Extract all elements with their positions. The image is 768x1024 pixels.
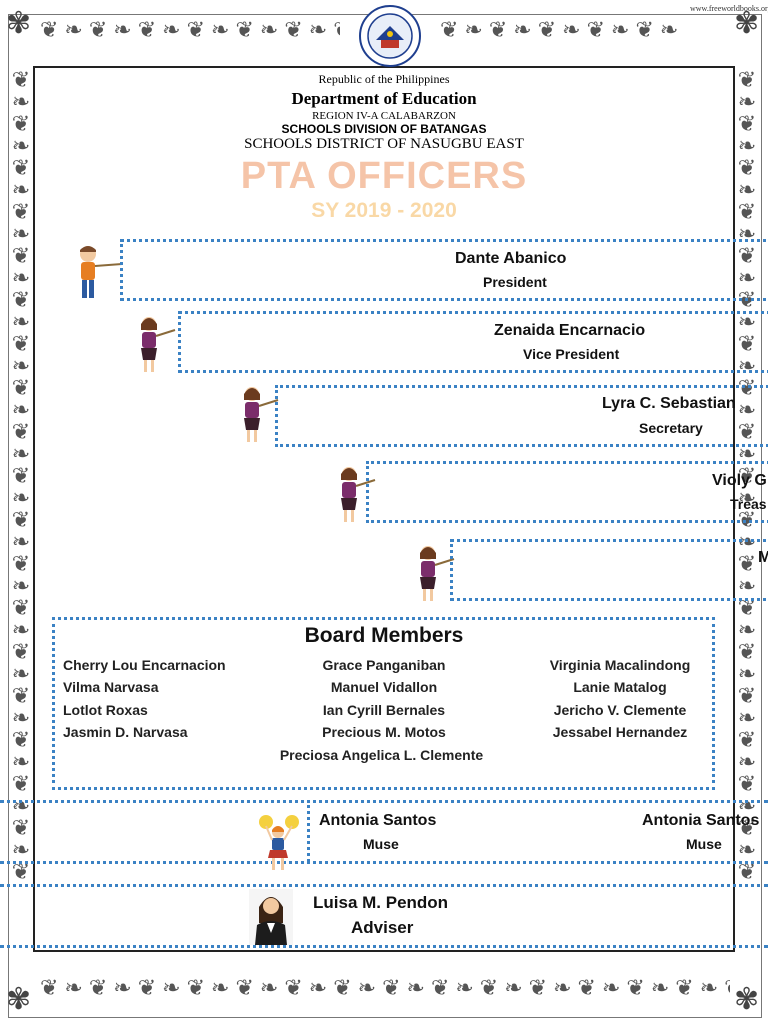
border-ornament-right: ❦❧❦❧❦❧❦❧❦❧❦❧❦❧❦❧❦❧❦❧❦❧❦❧❦❧❦❧❦❧❦❧❦❧❦❧❦ xyxy=(737,68,757,885)
officer-position: Vice President xyxy=(523,346,620,362)
board-member: Virginia Macalindong xyxy=(549,657,691,673)
businesswoman-icon xyxy=(249,889,293,945)
border-ornament-top-right: ❦❧❦❧❦❧❦❧❦❧❦❧❦❧ xyxy=(440,20,680,42)
corner-flourish-bottom-left: ✾ xyxy=(6,982,32,1017)
board-member: Cherry Lou Encarnacion xyxy=(63,657,226,673)
officer-box-president xyxy=(120,239,768,301)
page-title: PTA OFFICERS xyxy=(240,155,528,197)
border-ornament-left: ❦❧❦❧❦❧❦❧❦❧❦❧❦❧❦❧❦❧❦❧❦❧❦❧❦❧❦❧❦❧❦❧❦❧❦❧❦ xyxy=(11,68,31,885)
region-heading: REGION IV-A CALABARZON xyxy=(312,110,456,122)
teacher-male-icon xyxy=(80,246,123,298)
adviser-divider-bottom xyxy=(0,945,768,948)
officer-position: Treas xyxy=(730,496,767,512)
muse-divider-top xyxy=(0,800,768,803)
republic-heading: Republic of the Philippines xyxy=(318,72,450,86)
board-member: Jessabel Hernandez xyxy=(552,724,688,740)
officer-position: Secretary xyxy=(639,420,703,436)
board-member: Preciosa Angelica L. Clemente xyxy=(279,747,484,763)
board-member: Jericho V. Clemente xyxy=(553,702,687,718)
deped-seal-icon xyxy=(359,5,421,67)
cheerleader-icon xyxy=(259,815,299,870)
department-heading: Department of Education xyxy=(291,89,477,108)
border-ornament-top-left: ❦❧❦❧❦❧❦❧❦❧❦❧❦❧❦❧ xyxy=(40,20,340,42)
division-heading: SCHOOLS DIVISION OF BATANGAS xyxy=(281,122,487,136)
board-member: Grace Panganiban xyxy=(322,657,446,673)
muse-position: Muse xyxy=(686,836,722,852)
adviser-divider-top xyxy=(0,884,768,887)
corner-flourish-top-right: ✾ xyxy=(734,6,760,41)
adviser-position: Adviser xyxy=(351,918,414,937)
teacher-female-icon xyxy=(341,467,376,522)
teacher-female-icon xyxy=(420,546,455,601)
officer-name: Lyra C. Sebastian xyxy=(602,395,736,412)
inner-frame xyxy=(33,66,735,952)
muse-box-edge xyxy=(307,800,310,862)
muse-divider-bottom xyxy=(0,861,768,864)
border-ornament-bottom: ❦❧❦❧❦❧❦❧❦❧❦❧❦❧❦❧❦❧❦❧❦❧❦❧❦❧❦❧❦❧❦❧❦❧ xyxy=(40,978,730,1000)
officer-box-vice-president xyxy=(178,311,768,373)
officer-name: Violy G xyxy=(712,472,767,489)
board-member: Lotlot Roxas xyxy=(63,702,148,718)
board-members-title: Board Members xyxy=(304,624,464,647)
officer-name: Zenaida Encarnacio xyxy=(494,322,646,339)
board-member: Manuel Vidallon xyxy=(330,679,438,695)
board-member: Vilma Narvasa xyxy=(63,679,159,695)
board-member: Lanie Matalog xyxy=(573,679,667,695)
teacher-female-icon xyxy=(244,387,279,442)
board-member: Ian Cyrill Bernales xyxy=(322,702,446,718)
corner-flourish-bottom-right: ✾ xyxy=(734,982,760,1017)
school-year: SY 2019 - 2020 xyxy=(311,199,457,222)
district-heading: SCHOOLS DISTRICT OF NASUGBU EAST xyxy=(244,136,524,152)
officer-box-treasurer xyxy=(366,461,768,523)
muse-position: Muse xyxy=(363,836,399,852)
board-members-box xyxy=(52,617,715,790)
teacher-female-icon xyxy=(141,317,176,372)
adviser-name: Luisa M. Pendon xyxy=(313,893,449,912)
officer-box-5 xyxy=(450,539,768,601)
board-member: Jasmin D. Narvasa xyxy=(63,724,188,740)
watermark: www.freeworldbooks.org xyxy=(690,4,768,13)
corner-flourish-top-left: ✾ xyxy=(6,6,32,41)
officer-position: President xyxy=(483,274,547,290)
officer-name: M xyxy=(758,549,768,566)
officer-box-secretary xyxy=(275,385,768,447)
muse-name: Antonia Santos xyxy=(642,812,760,829)
board-member: Precious M. Motos xyxy=(322,724,446,740)
officer-name: Dante Abanico xyxy=(455,250,567,267)
muse-name: Antonia Santos xyxy=(319,812,437,829)
